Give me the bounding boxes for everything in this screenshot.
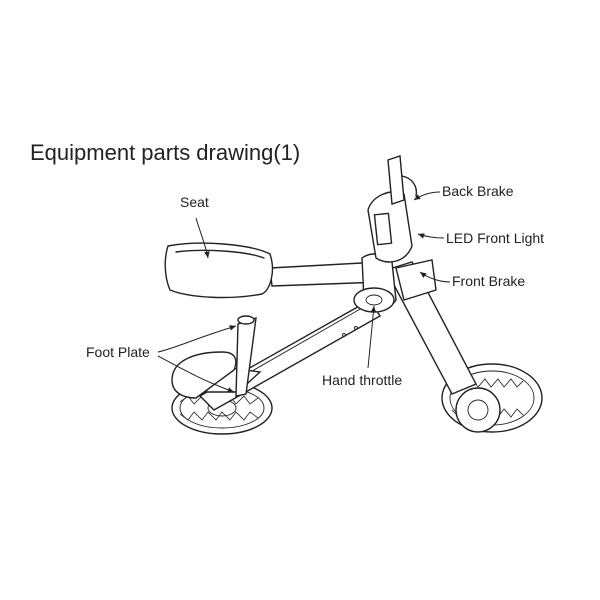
label-led-front-light: LED Front Light	[446, 230, 545, 246]
label-back-brake: Back Brake	[442, 183, 514, 199]
leader-back-brake	[413, 191, 441, 201]
seat	[164, 242, 274, 299]
label-seat: Seat	[180, 194, 209, 210]
label-foot-plate: Foot Plate	[86, 344, 150, 360]
steering-column	[353, 253, 477, 395]
diagram-title: Equipment parts drawing(1)	[30, 140, 301, 165]
leader-foot-plate-upper	[157, 325, 237, 353]
leader-led-front-light	[417, 233, 445, 239]
leader-foot-plate-lower	[157, 355, 235, 393]
leader-front-brake	[419, 271, 451, 283]
label-hand-throttle: Hand throttle	[322, 372, 403, 388]
foot-plate	[171, 315, 257, 399]
label-front-brake: Front Brake	[452, 273, 526, 289]
leader-hand-throttle	[367, 305, 377, 369]
handlebar	[367, 155, 418, 263]
leader-seat	[195, 217, 210, 259]
